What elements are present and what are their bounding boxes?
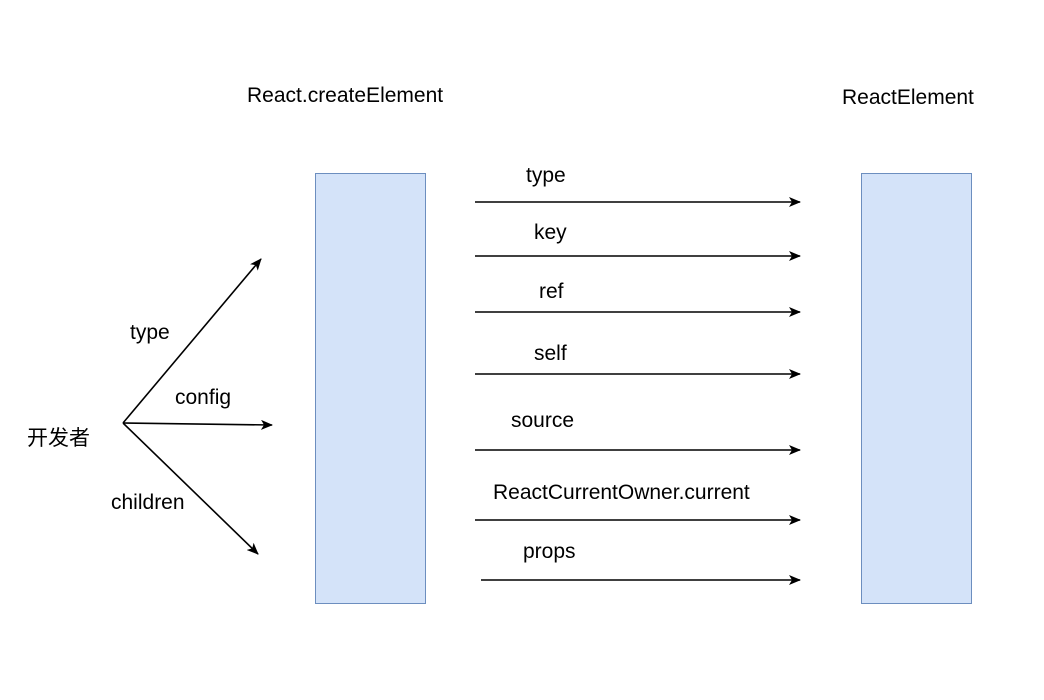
- input-arrow-children: [122, 422, 259, 555]
- output-label-ref: ref: [539, 280, 564, 303]
- output-label-key: key: [534, 221, 567, 244]
- create-element-box: [315, 173, 426, 604]
- react-element-box: [861, 173, 972, 604]
- output-label-props: props: [523, 540, 576, 563]
- input-label-children: children: [111, 491, 185, 514]
- input-label-type: type: [130, 321, 170, 344]
- input-arrow-config: [122, 419, 273, 430]
- input-label-config: config: [175, 386, 232, 409]
- developer-label: 开发者: [27, 427, 90, 450]
- output-label-type: type: [526, 164, 566, 187]
- output-label-owner: ReactCurrentOwner.current: [493, 481, 750, 504]
- create-element-heading: React.createElement: [247, 84, 444, 107]
- output-label-source: source: [511, 409, 575, 432]
- output-label-self: self: [534, 342, 567, 365]
- input-arrow-type: [122, 258, 262, 424]
- react-element-heading: ReactElement: [842, 86, 974, 109]
